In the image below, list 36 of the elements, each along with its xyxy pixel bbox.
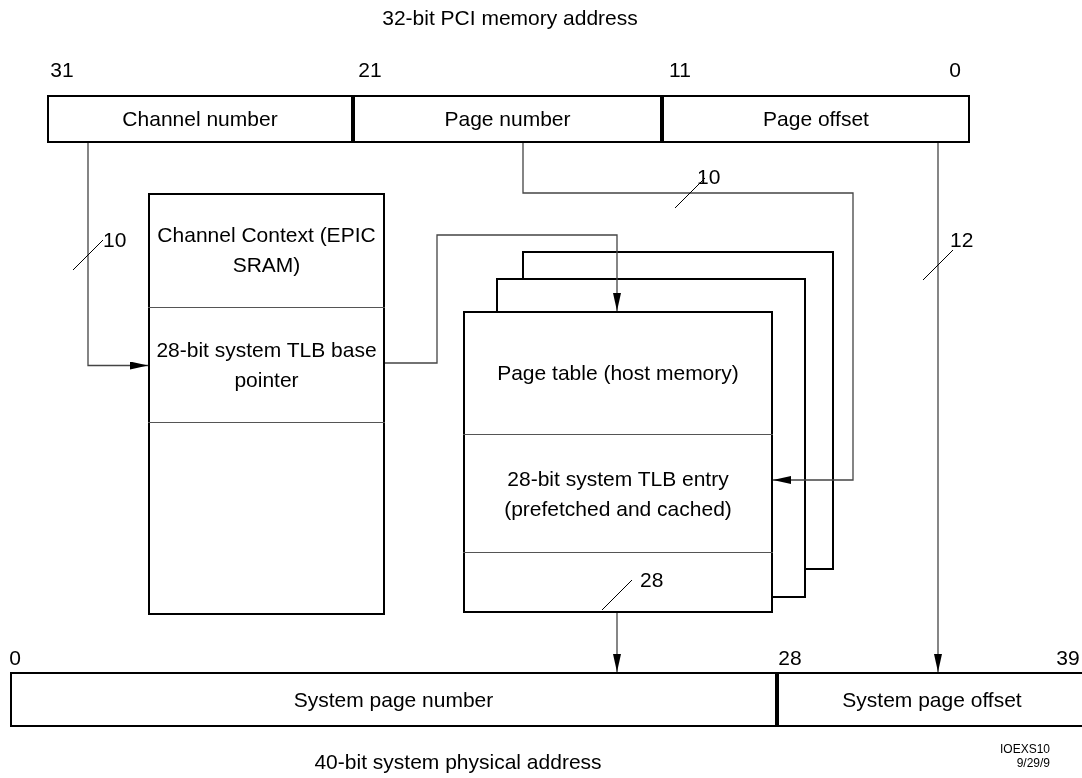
- bit-number: 31: [50, 58, 74, 82]
- register-field: [662, 95, 970, 143]
- bit-number: 0: [949, 58, 961, 82]
- arrow: [934, 142, 942, 673]
- field-text: System page number: [292, 686, 495, 713]
- memory-block: [463, 311, 773, 613]
- bit-number: 28: [778, 646, 802, 670]
- address-caption: 32-bit PCI memory address: [382, 6, 638, 30]
- arrow: [87, 142, 149, 370]
- arrow: [522, 142, 854, 484]
- field-text: System page offset: [841, 686, 1023, 713]
- field-text: 28-bit system TLB entry (prefetched and cached): [503, 465, 733, 522]
- bit-number: 0: [9, 646, 21, 670]
- bit-width-label: 12: [950, 228, 974, 252]
- bit-width-label: 10: [697, 165, 721, 189]
- field-text: Channel Context (EPIC SRAM): [156, 222, 377, 278]
- bit-width-label: 10: [103, 228, 127, 252]
- register-field: [777, 672, 1082, 727]
- address-caption: 40-bit system physical address: [314, 750, 602, 774]
- field-text: Page number: [443, 106, 572, 132]
- figure-code: 9/29/9: [1016, 756, 1050, 770]
- bit-number: 21: [358, 58, 382, 82]
- arrow: [613, 612, 621, 673]
- field-text: Page table (host memory): [496, 359, 740, 386]
- figure-code: IOEXS10: [999, 742, 1050, 756]
- memory-block: [148, 193, 385, 615]
- register-field: [10, 672, 777, 727]
- arrow: [384, 234, 621, 364]
- bit-number: 11: [669, 58, 691, 82]
- field-text: 28-bit system TLB base pointer: [155, 337, 378, 393]
- field-text: Channel number: [121, 106, 279, 132]
- field-text: Page offset: [762, 106, 870, 132]
- register-field: [353, 95, 662, 143]
- bit-number: 39: [1056, 646, 1080, 670]
- register-field: [47, 95, 353, 143]
- bit-width-label: 28: [640, 568, 664, 592]
